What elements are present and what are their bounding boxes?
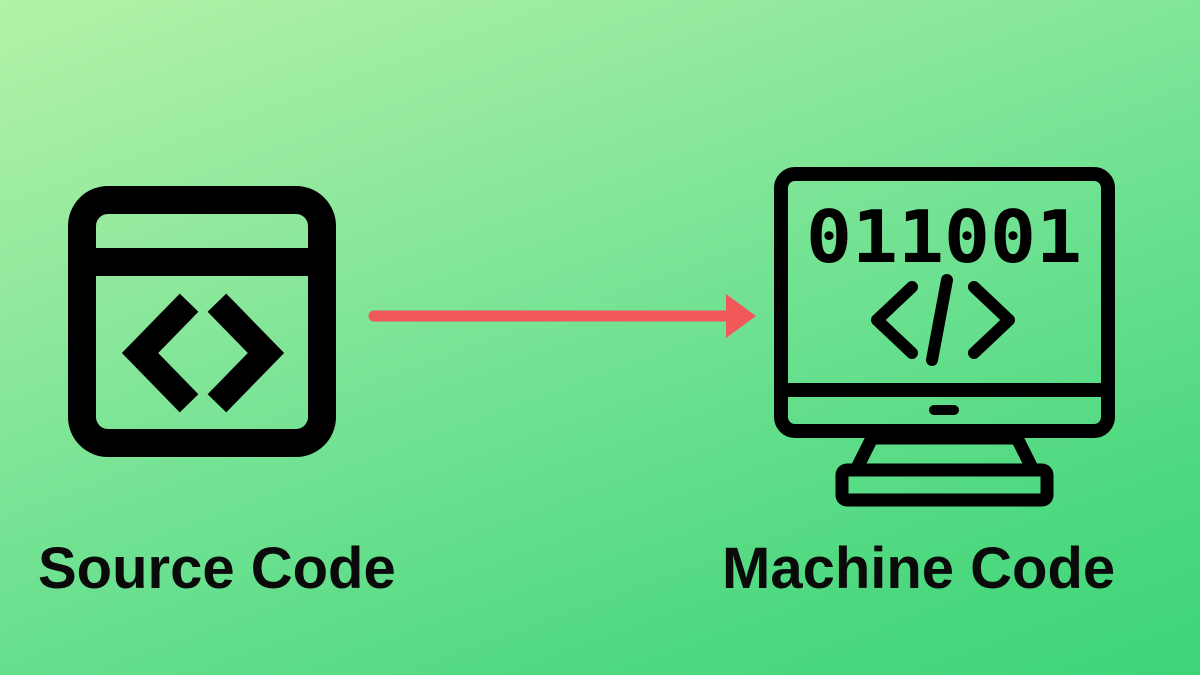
machine-code-label: Machine Code — [722, 536, 1116, 601]
binary-digits: 011001 — [806, 195, 1082, 279]
right-arrow-icon — [368, 294, 756, 338]
source-code-label: Source Code — [38, 536, 396, 601]
code-window-icon — [68, 186, 336, 457]
computer-monitor-icon: 011001 — [774, 167, 1115, 507]
